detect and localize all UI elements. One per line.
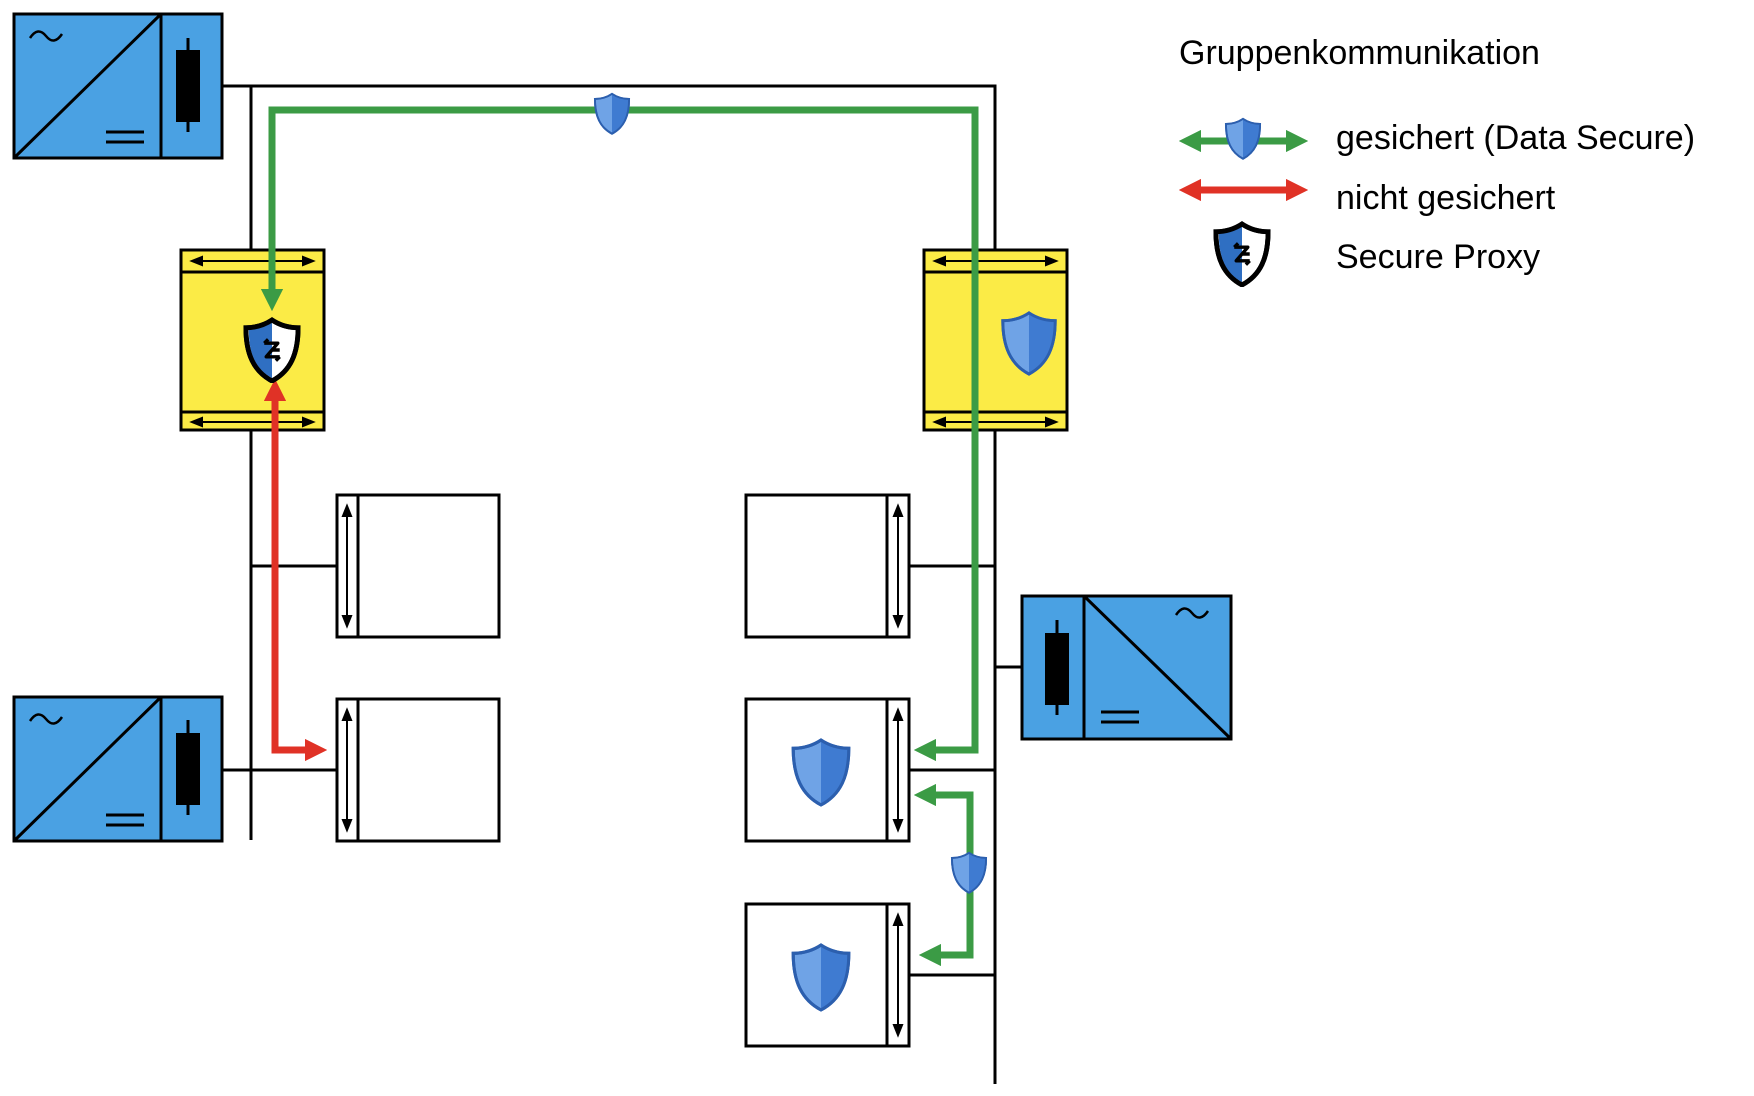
unsecured-arrow — [263, 378, 328, 762]
secured-arrow-backbone — [260, 106, 979, 762]
battery-icon — [1045, 620, 1069, 715]
battery-icon — [176, 720, 200, 815]
unsecured-communication — [263, 378, 328, 762]
shield-icon — [950, 851, 988, 894]
power-supply-left — [12, 695, 224, 843]
secure-proxy-icon — [1216, 224, 1268, 285]
ac-symbol — [1174, 607, 1210, 619]
legend-secured-arrow-icon — [1178, 117, 1309, 160]
device-left-1 — [335, 493, 501, 639]
backbone-line — [224, 84, 997, 1084]
dc-symbol — [1101, 710, 1139, 724]
shield-icon — [593, 92, 631, 135]
device-left-2 — [335, 697, 501, 843]
power-supply-top — [12, 12, 224, 160]
legend-proxy-label: Secure Proxy — [1336, 238, 1540, 276]
ac-symbol — [28, 30, 64, 42]
legend-unsecured-label: nicht gesichert — [1336, 179, 1556, 217]
legend: Gruppenkommunikation gesichert (Data Sec… — [1178, 34, 1695, 285]
dc-symbol — [106, 130, 144, 144]
legend-title: Gruppenkommunikation — [1179, 34, 1540, 72]
battery-icon — [176, 38, 200, 132]
device-right-3 — [744, 902, 911, 1048]
dc-symbol — [106, 813, 144, 827]
device-right-1 — [744, 493, 911, 639]
legend-secured-label: gesichert (Data Secure) — [1336, 119, 1695, 157]
ac-symbol — [28, 713, 64, 725]
shield-icon — [1224, 117, 1262, 160]
device-right-2 — [744, 697, 911, 843]
power-supply-right — [1020, 594, 1233, 741]
